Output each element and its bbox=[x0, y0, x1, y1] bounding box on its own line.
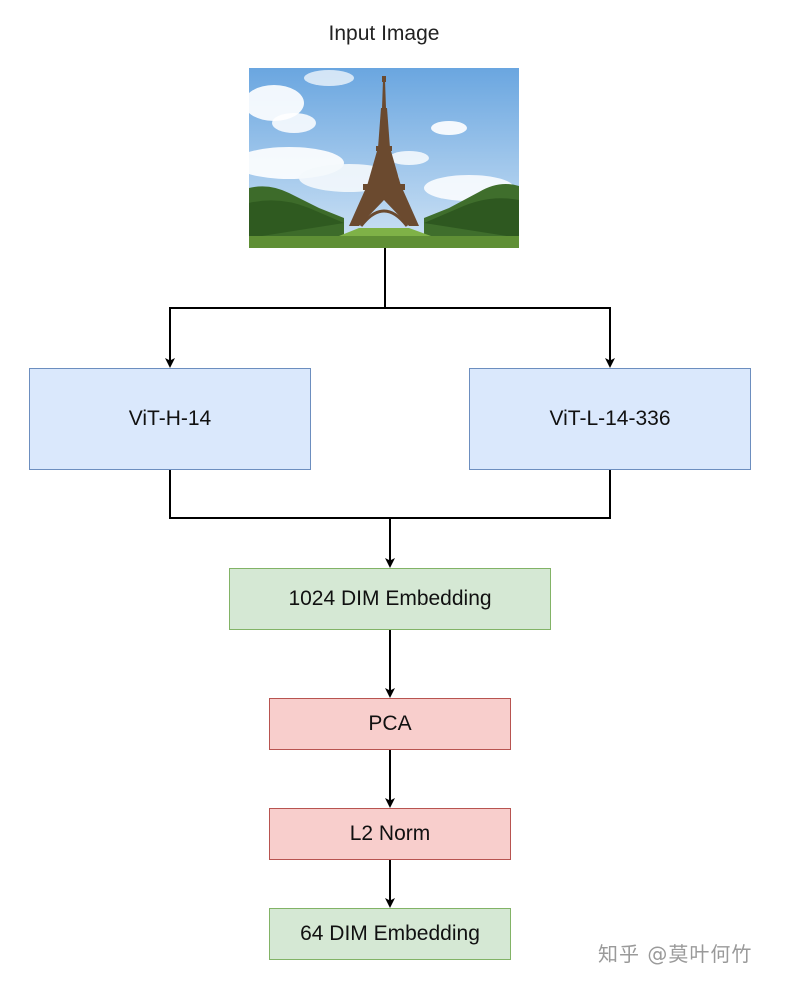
edge-vit-l-merge bbox=[390, 470, 611, 519]
edge-image-to-vit-l bbox=[385, 307, 615, 368]
embedding-1024-node: 1024 DIM Embedding bbox=[229, 568, 551, 630]
pca-node: PCA bbox=[269, 698, 511, 750]
vit-l-14-336-node: ViT-L-14-336 bbox=[469, 368, 751, 470]
l2-norm-node: L2 Norm bbox=[269, 808, 511, 860]
l2-norm-label: L2 Norm bbox=[349, 822, 431, 845]
edge-image-to-vit-h bbox=[165, 307, 385, 368]
eiffel-tower-photo bbox=[249, 68, 519, 248]
edge-vit-h-merge bbox=[169, 470, 390, 519]
input-image-title: Input Image bbox=[328, 22, 440, 45]
embedding-64-node: 64 DIM Embedding bbox=[269, 908, 511, 960]
vit-h-14-label: ViT-H-14 bbox=[128, 407, 212, 430]
embedding-1024-label: 1024 DIM Embedding bbox=[288, 587, 492, 610]
vit-h-14-node: ViT-H-14 bbox=[29, 368, 311, 470]
pca-label: PCA bbox=[368, 712, 412, 735]
embedding-64-label: 64 DIM Embedding bbox=[300, 922, 480, 945]
vit-l-14-336-label: ViT-L-14-336 bbox=[549, 407, 671, 430]
watermark: 知乎 @莫叶何竹 bbox=[598, 942, 753, 966]
